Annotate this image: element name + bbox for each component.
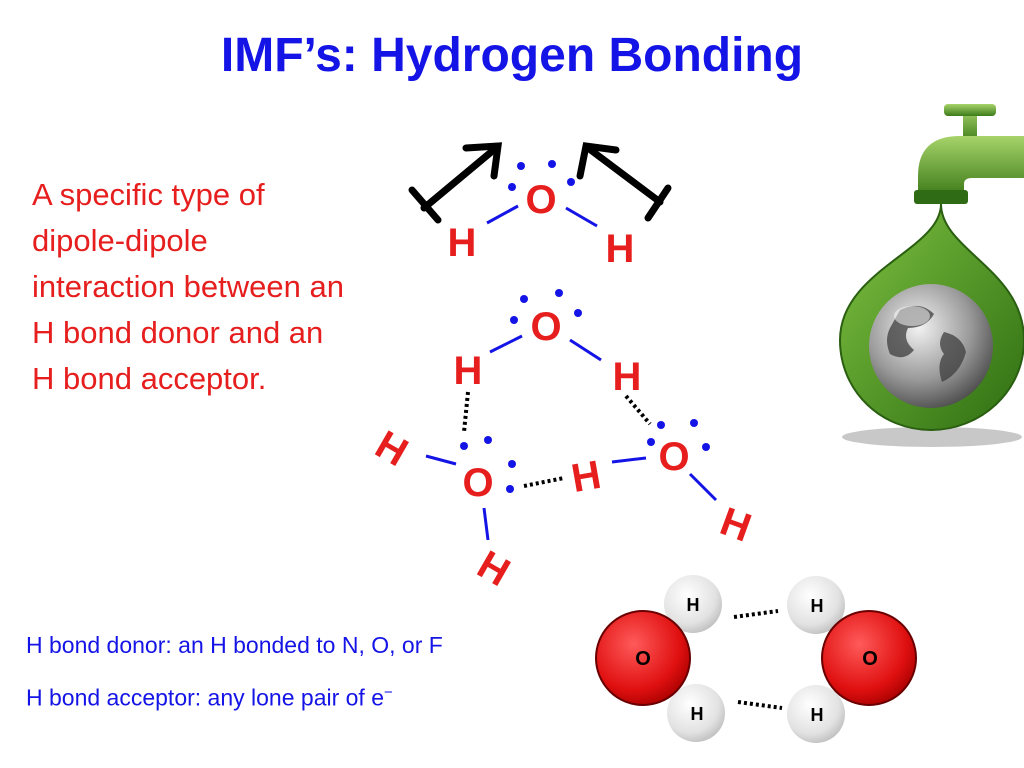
hydrogen-ball-label: H [687,595,700,615]
hydrogen-atom: H [568,453,604,501]
hydrogen-ball-label: H [811,596,824,616]
oxygen-atom: O [530,305,561,349]
hydrogen-bond [462,391,652,488]
oxygen-ball [595,610,691,706]
oxygen-ball-label: O [862,648,878,670]
hydrogen-ball [787,685,845,743]
oxygen-ball [821,610,917,706]
acceptor-note: H bond acceptor: any lone pair of e− [26,684,393,712]
hydrogen-atom: H [606,227,635,271]
slide-title: IMF’s: Hydrogen Bonding [220,29,804,82]
hydrogen-atom: H [368,423,415,476]
hydrogen-bond [733,609,783,710]
faucet-drop-globe-icon [838,104,1024,447]
acceptor-note-text: H bond acceptor: any lone pair of e [26,684,385,711]
hydrogen-ball [667,684,725,742]
hydrogen-ball-label: H [811,705,824,725]
ball-model: H H H H O O [595,575,917,743]
hydrogen-atom: H [448,221,477,265]
water-molecule-dipole: O H H [408,142,672,271]
hydrogen-ball [664,575,722,633]
oxygen-atom: O [658,435,689,479]
acceptor-note-minus: − [384,684,393,701]
hydrogen-atom: H [454,349,483,393]
hydrogen-atom: H [613,355,642,399]
definition-text: A specific type of dipole-dipole interac… [32,177,344,396]
hydrogen-ball-label: H [691,704,704,724]
water-trimer: O H H O H H O H H [368,289,757,595]
dipole-arrow-icon [408,142,672,224]
hydrogen-ball [787,576,845,634]
oxygen-atom: O [462,461,493,505]
oxygen-ball-label: O [635,648,651,670]
donor-note: H bond donor: an H bonded to N, O, or F [26,632,443,658]
oxygen-atom: O [525,178,556,222]
hydrogen-atom: H [715,499,757,550]
hydrogen-atom: H [470,543,517,596]
